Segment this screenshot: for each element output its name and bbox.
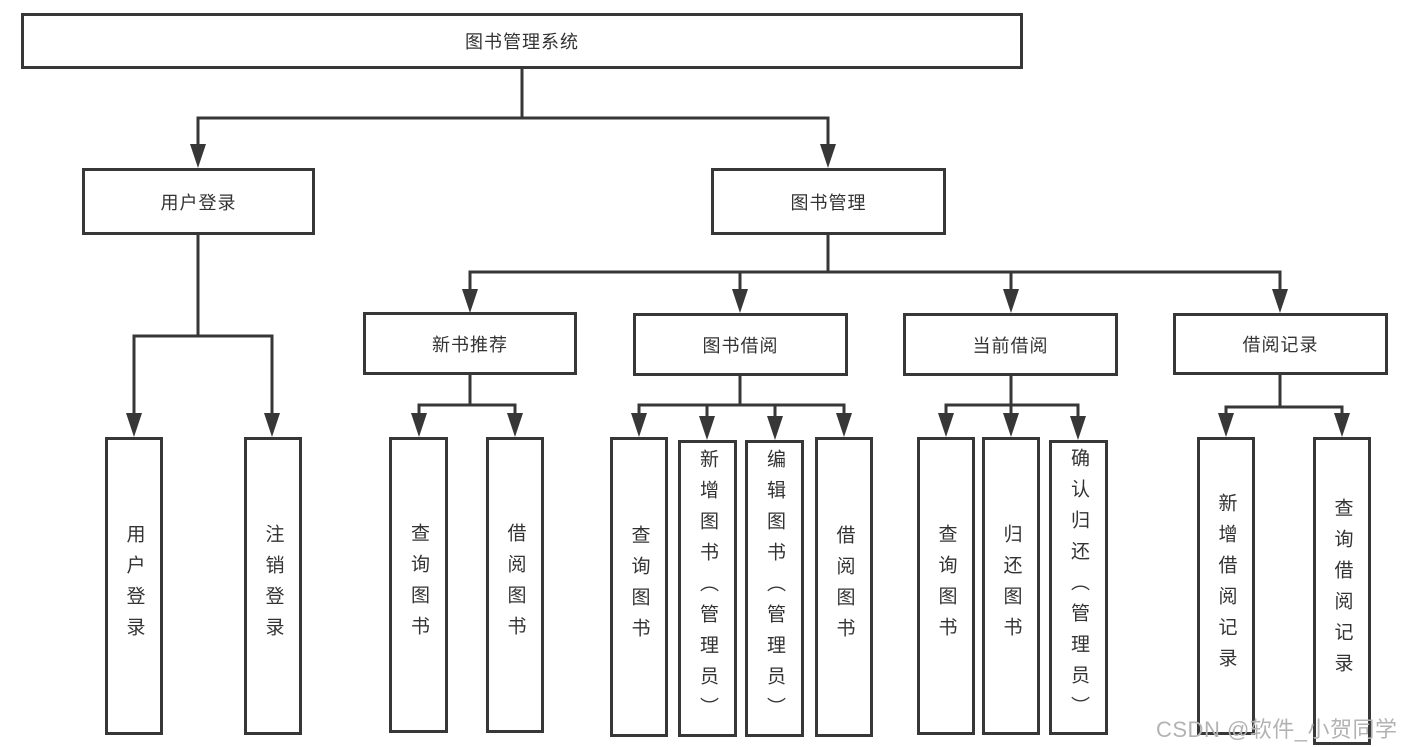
leaf-add-books-admin: 新增图书（管理员） (678, 440, 737, 737)
arrow-icon (699, 416, 715, 440)
arrow-icon (411, 413, 427, 437)
arrow-icon (1334, 413, 1350, 437)
node-user-login: 用户登录 (82, 168, 315, 235)
leaf-user-login: 用户登录 (105, 437, 163, 735)
arrow-icon (1003, 289, 1019, 313)
node-new-book-recommendation: 新书推荐 (363, 312, 577, 375)
connector-records-tree (1224, 375, 1344, 422)
arrow-icon (1272, 289, 1288, 313)
connector-book-borrow-tree (637, 376, 846, 423)
leaf-edit-books-admin: 编辑图书（管理员） (745, 440, 804, 737)
leaf-logout: 注销登录 (244, 437, 302, 735)
leaf-add-borrow-record: 新增借阅记录 (1197, 437, 1255, 735)
connector-current-tree (944, 376, 1080, 423)
node-current-borrowing: 当前借阅 (903, 313, 1118, 376)
leaf-borrow-books: 借阅图书 (815, 437, 873, 737)
connector-book-mgmt-tree (468, 235, 1282, 296)
connector-user-login-tree (132, 235, 274, 420)
leaf-query-borrow-record: 查询借阅记录 (1313, 437, 1371, 745)
connector-new-book-tree (417, 375, 517, 420)
csdn-watermark: CSDN @软件_小贺同学 (1156, 717, 1398, 742)
arrow-icon (462, 289, 478, 313)
connector-root-drop (196, 69, 830, 150)
arrow-icon (938, 413, 954, 437)
leaf-query-books-borrow: 查询图书 (610, 437, 668, 737)
arrow-icon (820, 144, 836, 168)
node-borrowing-records: 借阅记录 (1173, 313, 1388, 375)
leaf-query-books-recommend: 查询图书 (389, 437, 448, 733)
arrow-icon (631, 413, 647, 437)
node-book-management: 图书管理 (711, 168, 946, 235)
leaf-confirm-return-admin: 确认归还（管理员） (1049, 440, 1108, 735)
leaf-borrow-books-recommend: 借阅图书 (486, 437, 544, 733)
arrow-icon (264, 413, 280, 437)
node-book-borrowing: 图书借阅 (633, 313, 848, 376)
arrow-icon (507, 413, 523, 437)
arrowheads (126, 144, 1350, 440)
arrow-icon (836, 413, 852, 437)
arrow-icon (767, 416, 783, 440)
arrow-icon (1003, 413, 1019, 437)
leaf-query-books-current: 查询图书 (917, 437, 975, 735)
arrow-icon (1070, 416, 1086, 440)
arrow-icon (126, 413, 142, 437)
arrow-icon (1218, 413, 1234, 437)
arrow-icon (190, 144, 206, 168)
leaf-return-books: 归还图书 (982, 437, 1040, 735)
arrow-icon (732, 289, 748, 313)
node-library-system-root: 图书管理系统 (21, 13, 1023, 69)
